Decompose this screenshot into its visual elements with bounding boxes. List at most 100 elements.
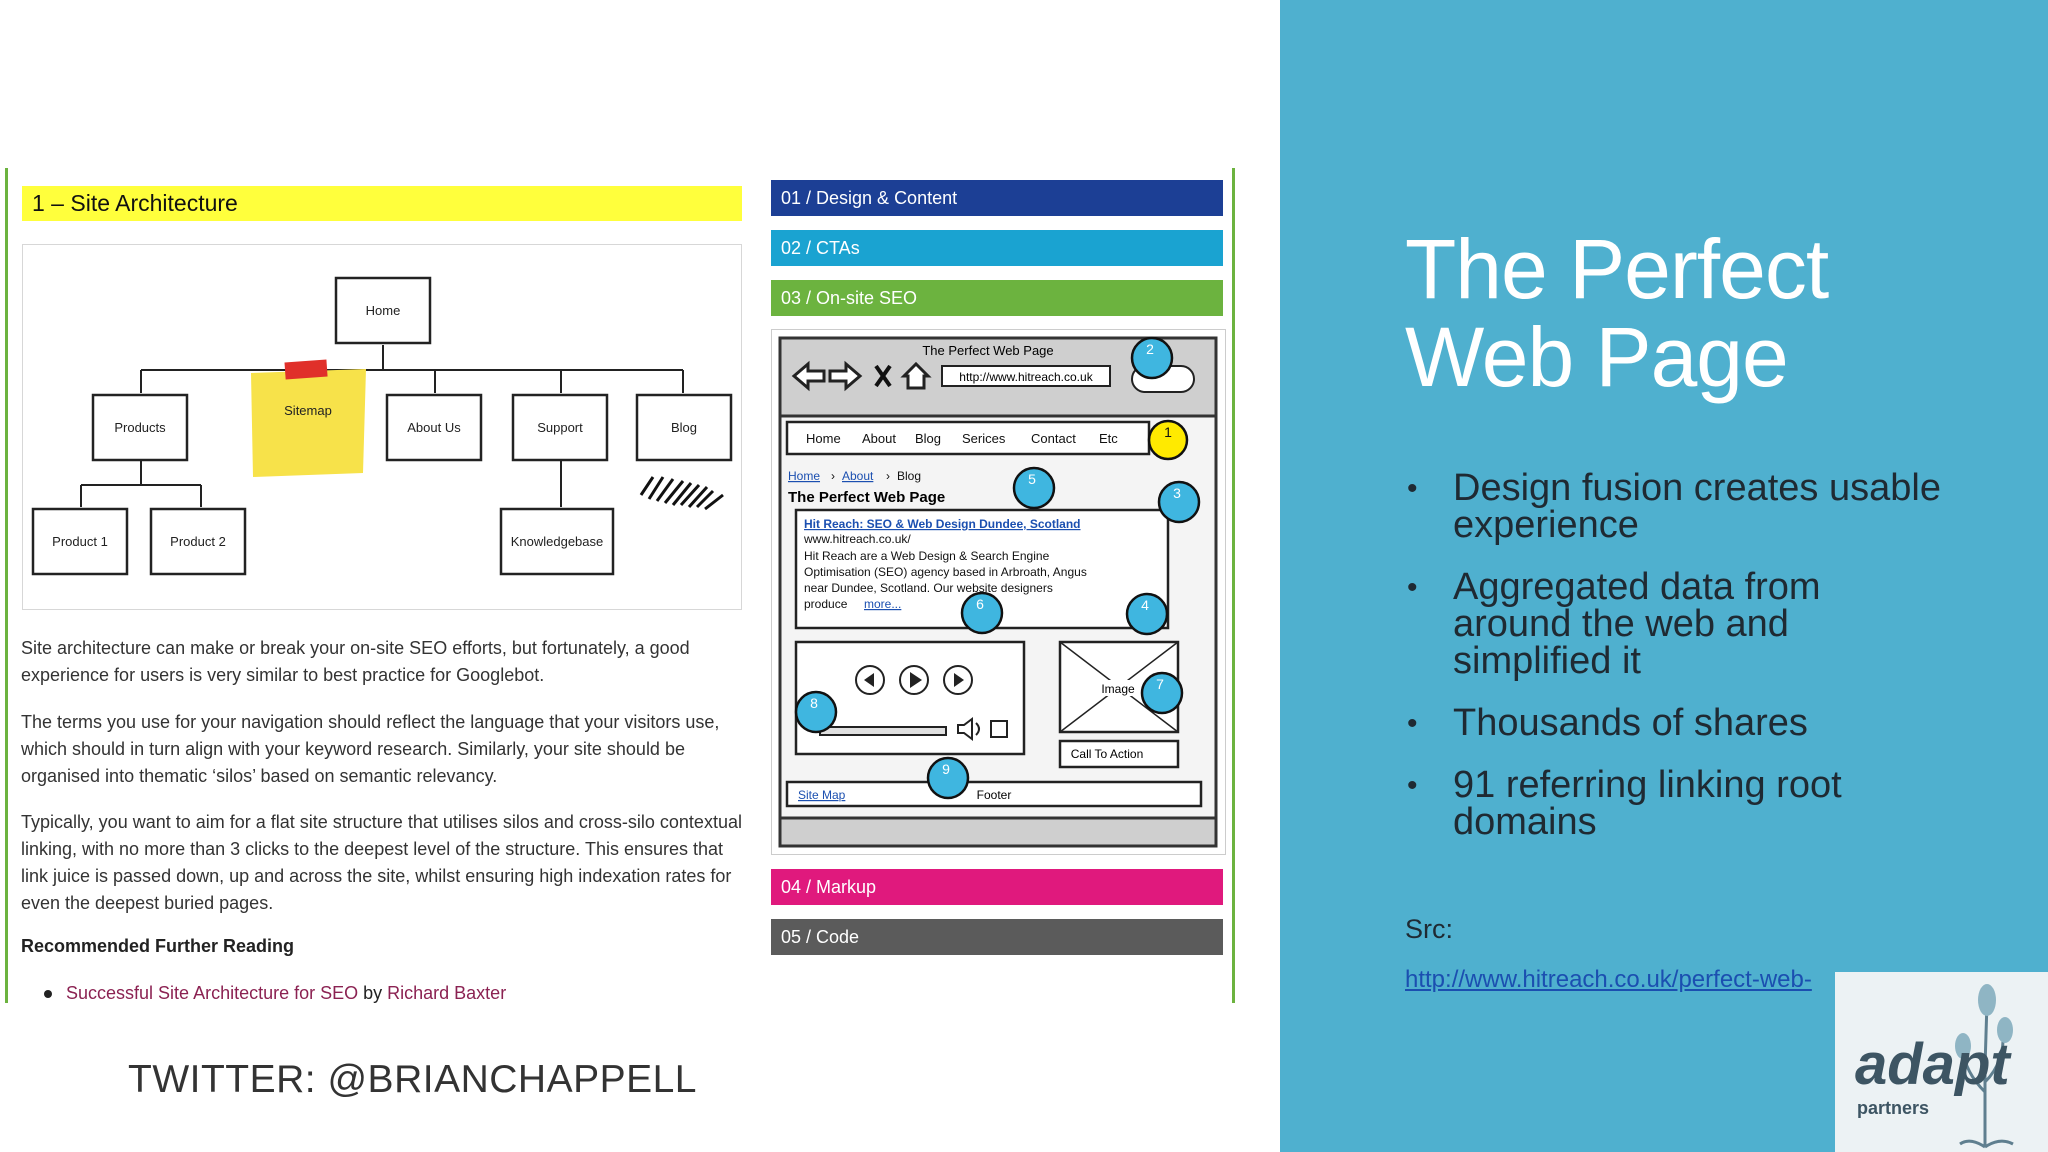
home-icon (900, 361, 932, 390)
wf-result-line1: Hit Reach are a Web Design & Search Engi… (804, 549, 1050, 563)
node-about: About Us (407, 420, 461, 435)
marker-4 (1125, 592, 1169, 636)
node-support-box (511, 393, 609, 462)
node-knowledge-box (499, 507, 615, 576)
marker-5 (1012, 466, 1056, 510)
right-blue-panel: The Perfect Web Page Design fusion creat… (1280, 0, 2048, 1152)
bullet-item: Aggregated data from around the web and … (1405, 568, 1945, 680)
source-link[interactable]: http://www.hitreach.co.uk/perfect-web- (1405, 966, 1812, 993)
webpage-screenshot: 1 – Site Architecture (5, 168, 1235, 1003)
wf-result-title: Hit Reach: SEO & Web Design Dundee, Scot… (804, 517, 1081, 531)
wf-sitemap-link: Site Map (798, 788, 846, 802)
svg-text:›: › (831, 469, 835, 483)
node-home: Home (366, 303, 401, 318)
wf-volume-icon (957, 717, 980, 741)
wf-fullscreen-icon (990, 720, 1008, 738)
wf-nav-about: About (862, 431, 896, 446)
wf-crumb-about: About (842, 469, 874, 483)
wf-crumb-home: Home (788, 469, 820, 483)
node-blog: Blog (671, 420, 697, 435)
marker-4-label: 4 (1141, 597, 1149, 613)
wf-nav-serices: Serices (962, 431, 1006, 446)
paragraph-1: Site architecture can make or break your… (21, 638, 690, 685)
tab-design-content[interactable]: 01 / Design & Content (771, 180, 1223, 216)
logo-text: adapt (1855, 1032, 2012, 1097)
adapt-partners-logo: adapt partners (1835, 972, 2048, 1152)
wf-result-line3: near Dundee, Scotland. Our website desig… (804, 581, 1053, 595)
wf-address-bar (941, 365, 1111, 387)
node-about-box (385, 393, 483, 462)
tab-onsite-seo[interactable]: 03 / On-site SEO (771, 280, 1223, 316)
source-label: Src: (1405, 914, 1454, 944)
tab-code[interactable]: 05 / Code (771, 919, 1223, 955)
wireframe-illustration: The Perfect Web Page http://www.hitreach… (771, 329, 1226, 855)
marker-3 (1157, 480, 1201, 524)
node-sitemap: Sitemap (284, 403, 332, 418)
marker-1-label: 1 (1164, 424, 1172, 440)
twitter-handle: TWITTER: @BRIANCHAPPELL (128, 1058, 698, 1101)
node-knowledge: Knowledgebase (511, 534, 604, 549)
wf-nav-contact: Contact (1031, 431, 1076, 446)
reading-list-item: Successful Site Architecture for SEO by … (44, 983, 506, 1003)
close-icon (874, 364, 892, 388)
bullet-item: 91 referring linking root domains (1405, 766, 1945, 841)
wf-window-title: The Perfect Web Page (922, 343, 1053, 358)
node-home-box (334, 276, 432, 345)
wf-nav-home: Home (806, 431, 841, 446)
wf-nav-blog: Blog (915, 431, 941, 446)
marker-7 (1140, 671, 1184, 715)
marker-1 (1147, 419, 1189, 461)
bullet-dot (44, 990, 52, 999)
wf-result-line2: Optimisation (SEO) agency based in Arbro… (804, 565, 1087, 579)
node-products-box (91, 393, 189, 462)
sitemap-diagram: Home Products Sitemap About Us Support B… (22, 244, 742, 610)
wf-cta-button (1058, 739, 1180, 769)
paragraph-2: The terms you use for your navigation sh… (21, 712, 720, 786)
reading-link[interactable]: Successful Site Architecture for SEO (66, 983, 359, 1003)
wf-result-more: more... (864, 597, 901, 611)
forward-arrow-icon (828, 360, 863, 392)
reading-by: by (358, 983, 388, 1003)
marker-3-label: 3 (1173, 485, 1181, 501)
marker-5-label: 5 (1028, 471, 1036, 487)
slide-title: The Perfect Web Page (1405, 222, 1829, 404)
slide-title-line2: Web Page (1405, 310, 1789, 404)
further-reading-heading: Recommended Further Reading (21, 936, 295, 956)
tab-markup[interactable]: 04 / Markup (771, 869, 1223, 905)
node-product1-box (31, 507, 129, 576)
wf-navbar (785, 420, 1151, 456)
bullet-item: Design fusion creates usable experience (1405, 469, 1945, 544)
logo-svg: adapt partners (1855, 984, 2014, 1149)
scribble (639, 476, 724, 511)
wf-cta-label: Call To Action (1071, 747, 1144, 761)
wireframe-svg: The Perfect Web Page http://www.hitreach… (778, 336, 1218, 848)
marker-7-label: 7 (1156, 676, 1164, 692)
marker-2-label: 2 (1146, 341, 1154, 357)
slide-title-line1: The Perfect (1405, 222, 1829, 316)
wf-result-url: www.hitreach.co.uk/ (803, 532, 911, 546)
wf-nav-etc: Etc (1099, 431, 1118, 446)
wf-footer-label: Footer (977, 788, 1012, 802)
marker-2 (1130, 336, 1174, 380)
bullet-list: Design fusion creates usable experience … (1405, 469, 1945, 866)
paragraph-3: Typically, you want to aim for a flat si… (21, 812, 742, 913)
wf-image-label: Image (1101, 682, 1135, 696)
section-heading: 1 – Site Architecture (22, 186, 742, 221)
tab-ctas[interactable]: 02 / CTAs (771, 230, 1223, 266)
node-blog-box (635, 393, 733, 462)
node-support: Support (537, 420, 583, 435)
marker-6-label: 6 (976, 596, 984, 612)
wf-footer (785, 780, 1203, 808)
node-product1: Product 1 (52, 534, 108, 549)
sticky-note (251, 359, 366, 477)
marker-8 (794, 690, 838, 734)
wf-progress-bar (819, 726, 947, 736)
sitemap-svg: Home Products Sitemap About Us Support B… (31, 276, 733, 576)
browser-controls (791, 360, 932, 392)
reading-author-link[interactable]: Richard Baxter (387, 983, 507, 1003)
svg-text:›: › (886, 469, 890, 483)
wf-url: http://www.hitreach.co.uk (959, 370, 1093, 384)
node-product2-box (149, 507, 247, 576)
marker-9-label: 9 (942, 761, 950, 777)
wf-result-line4: produce (804, 597, 848, 611)
